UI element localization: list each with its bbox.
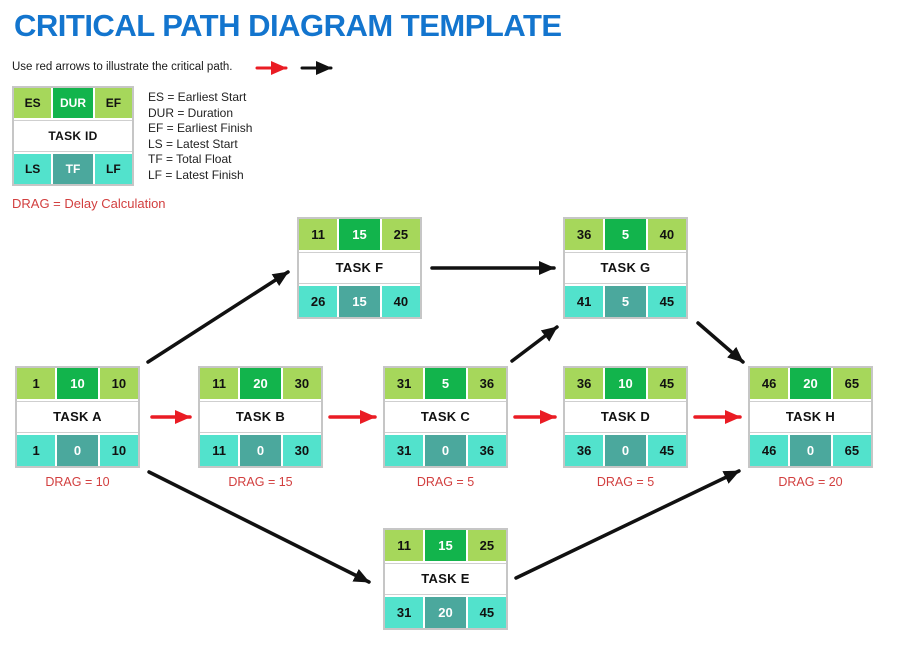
drag-label-b: DRAG = 15: [228, 475, 293, 489]
legend-def-ls: LS = Latest Start: [148, 136, 238, 151]
ef-cell: 30: [282, 368, 321, 399]
task-node-a: 1 10 10 TASK A 1 0 10: [15, 366, 140, 468]
dur-cell: 20: [790, 368, 831, 399]
lf-cell: 45: [647, 286, 686, 317]
dur-cell: 10: [605, 368, 646, 399]
task-id-cell: TASK D: [565, 400, 686, 434]
ef-cell: 25: [467, 530, 506, 561]
dur-cell: 10: [57, 368, 98, 399]
legend-es-cell: ES: [14, 88, 52, 119]
task-node-b: 11 20 30 TASK B 11 0 30: [198, 366, 323, 468]
edge-c-g: [510, 325, 559, 363]
task-id-cell: TASK E: [385, 562, 506, 596]
lf-cell: 65: [832, 435, 871, 466]
tf-cell: 5: [605, 286, 646, 317]
edge-g-h: [696, 321, 745, 364]
page-title: CRITICAL PATH DIAGRAM TEMPLATE: [14, 8, 562, 43]
ef-cell: 45: [647, 368, 686, 399]
edge-a-f: [146, 270, 290, 364]
ls-cell: 11: [200, 435, 239, 466]
lf-cell: 40: [381, 286, 420, 317]
task-id-cell: TASK F: [299, 251, 420, 285]
dur-cell: 5: [425, 368, 466, 399]
legend-def-tf: TF = Total Float: [148, 152, 232, 166]
ls-cell: 46: [750, 435, 789, 466]
drag-label-d: DRAG = 5: [596, 475, 655, 489]
lf-cell: 30: [282, 435, 321, 466]
drag-label-h: DRAG = 20: [778, 475, 843, 489]
ef-cell: 10: [99, 368, 138, 399]
dur-cell: 20: [240, 368, 281, 399]
tf-cell: 20: [425, 597, 466, 628]
task-id-cell: TASK G: [565, 251, 686, 285]
tf-cell: 0: [425, 435, 466, 466]
legend-def-dur: DUR = Duration: [148, 105, 234, 120]
ls-cell: 41: [565, 286, 604, 317]
task-id-cell: TASK H: [750, 400, 871, 434]
tf-cell: 0: [605, 435, 646, 466]
lf-cell: 10: [99, 435, 138, 466]
legend-dur-cell: DUR: [53, 88, 93, 119]
drag-label-a: DRAG = 10: [45, 475, 110, 489]
tf-cell: 15: [339, 286, 380, 317]
ls-cell: 36: [565, 435, 604, 466]
lf-cell: 45: [647, 435, 686, 466]
es-cell: 11: [299, 219, 338, 250]
legend-lf-cell: LF: [94, 153, 132, 184]
es-cell: 46: [750, 368, 789, 399]
task-id-cell: TASK A: [17, 400, 138, 434]
legend-ef-cell: EF: [94, 88, 132, 119]
es-cell: 11: [200, 368, 239, 399]
task-node-d: 36 10 45 TASK D 36 0 45: [563, 366, 688, 468]
es-cell: 31: [385, 368, 424, 399]
lf-cell: 36: [467, 435, 506, 466]
drag-definition-note: DRAG = Delay Calculation: [12, 196, 166, 211]
legend-def-es: ES = Earliest Start: [148, 90, 247, 104]
ef-cell: 65: [832, 368, 871, 399]
ls-cell: 26: [299, 286, 338, 317]
tf-cell: 0: [790, 435, 831, 466]
legend-tf-cell: TF: [53, 153, 93, 184]
es-cell: 11: [385, 530, 424, 561]
instruction-text: Use red arrows to illustrate the critica…: [12, 61, 233, 73]
legend-key-node: ES DUR EF TASK ID LS TF LF: [12, 86, 134, 186]
ef-cell: 40: [647, 219, 686, 250]
ef-cell: 36: [467, 368, 506, 399]
legend-task-id-cell: TASK ID: [14, 120, 132, 152]
es-cell: 36: [565, 368, 604, 399]
task-node-f: 11 15 25 TASK F 26 15 40: [297, 217, 422, 319]
drag-label-c: DRAG = 5: [416, 475, 475, 489]
lf-cell: 45: [467, 597, 506, 628]
es-cell: 36: [565, 219, 604, 250]
dur-cell: 15: [339, 219, 380, 250]
legend-def-ef: EF = Earliest Finish: [148, 121, 253, 135]
dur-cell: 5: [605, 219, 646, 250]
task-id-cell: TASK B: [200, 400, 321, 434]
task-node-g: 36 5 40 TASK G 41 5 45: [563, 217, 688, 319]
ls-cell: 31: [385, 597, 424, 628]
ef-cell: 25: [381, 219, 420, 250]
legend-definitions: ES = Earliest Start DUR = Duration EF = …: [148, 90, 252, 183]
dur-cell: 15: [425, 530, 466, 561]
task-node-e: 11 15 25 TASK E 31 20 45: [383, 528, 508, 630]
tf-cell: 0: [57, 435, 98, 466]
ls-cell: 1: [17, 435, 56, 466]
task-id-cell: TASK C: [385, 400, 506, 434]
legend-ls-cell: LS: [14, 153, 52, 184]
legend-def-lf: LF = Latest Finish: [148, 167, 244, 182]
task-node-c: 31 5 36 TASK C 31 0 36: [383, 366, 508, 468]
es-cell: 1: [17, 368, 56, 399]
ls-cell: 31: [385, 435, 424, 466]
task-node-h: 46 20 65 TASK H 46 0 65: [748, 366, 873, 468]
tf-cell: 0: [240, 435, 281, 466]
